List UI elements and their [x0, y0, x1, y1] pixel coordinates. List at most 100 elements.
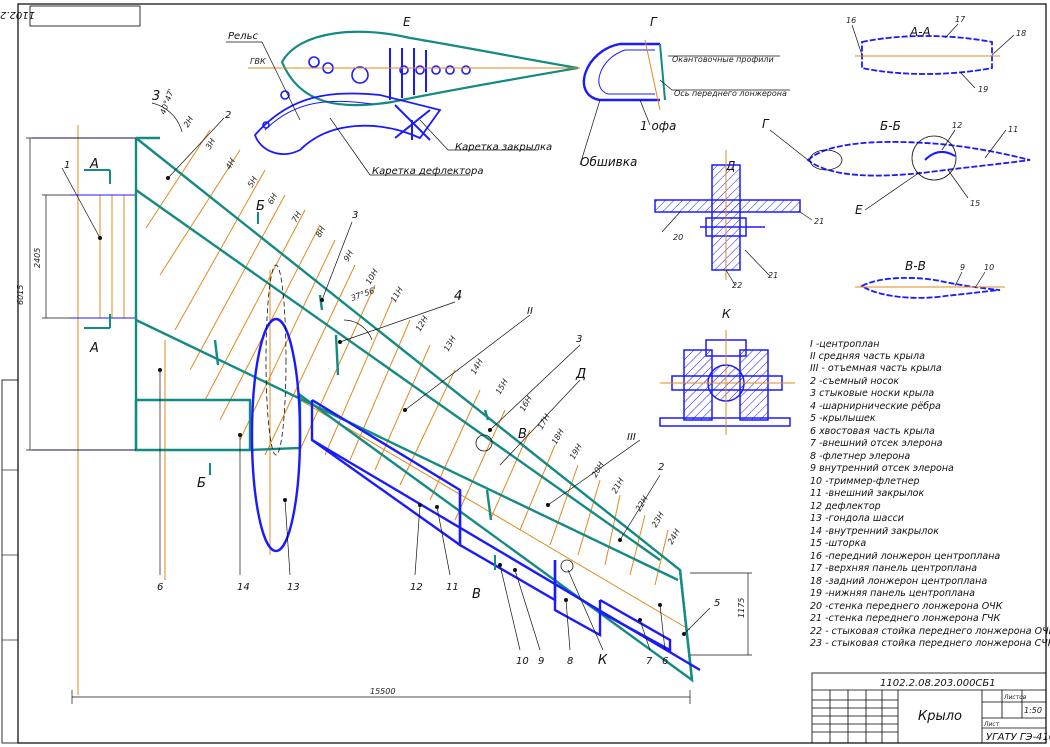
part-label: 21 — [768, 271, 778, 280]
section-VV-title: В-В — [905, 259, 926, 273]
rib-label: 16Н — [518, 394, 534, 413]
section-A-marker: А — [89, 341, 99, 356]
legend-item: III - отъемная часть крыла — [810, 363, 942, 374]
view-G: Г Окантовочные профили Ось переднего лон… — [579, 15, 790, 169]
legend-item: 2 -съемный носок — [810, 376, 899, 387]
part-label: 11 — [1008, 125, 1018, 134]
part-label: 7 — [646, 656, 653, 667]
legend-item: 20 -стенка переднего лонжерона ОЧК — [810, 601, 1004, 612]
legend-item: 14 -внутренний закрылок — [810, 526, 939, 537]
contour-profile-label: Окантовочные профили — [672, 55, 774, 64]
part-label: 15 — [970, 199, 980, 208]
rib-label: 4Н — [224, 157, 237, 171]
part-label: 14 — [237, 582, 250, 593]
rib-label: 9Н — [342, 249, 355, 263]
section-cut-markers — [84, 169, 496, 570]
title-block — [811, 672, 1047, 744]
rib-label: 10Н — [364, 267, 380, 286]
rib-label: 19Н — [568, 442, 584, 461]
part-label: 3 — [152, 89, 160, 104]
part-label: 9 — [538, 656, 544, 667]
part-label: 2 — [658, 462, 664, 473]
view-K: К — [659, 307, 795, 435]
landing-gear-nacelle — [250, 317, 302, 553]
view-D: Д 20 21 21 22 — [654, 150, 824, 290]
organization: УГАТУ ГЭ-410 — [986, 732, 1050, 743]
part-label: 3 — [352, 210, 358, 221]
dim-sweep-37: 37°56' — [350, 285, 378, 303]
section-G-marker: Г — [762, 117, 770, 131]
spar-axis-label: Ось переднего лонжерона — [674, 89, 787, 98]
legend-item: 22 - стыковая стойка переднего лонжерона… — [810, 626, 1050, 637]
rib-label: 12Н — [414, 314, 430, 333]
section-VV: В-В 9 10 — [855, 259, 1005, 299]
section-D-marker: Д — [575, 367, 586, 382]
part-label: 3 — [576, 334, 582, 345]
legend-item: 4 -шарнирнические рёбра — [810, 401, 941, 412]
top-stamp — [29, 5, 141, 27]
legend-item: 15 -шторка — [810, 538, 866, 549]
legend-item: 7 -внешний отсек элерона — [810, 438, 943, 449]
rib-label: 18Н — [550, 427, 566, 446]
part-label: 1 — [64, 160, 70, 171]
legend-item: 18 -задний лонжерон центроплана — [810, 576, 987, 587]
side-stamp — [1, 379, 19, 744]
part-label: 6 — [662, 656, 668, 667]
top-stamp-code: 1102.2.08.203.000СБ1 — [0, 9, 35, 20]
section-B-marker: Б — [197, 476, 206, 491]
rib-label: 5Н — [246, 175, 259, 189]
section-BB: Б-Б Г 12 11 Е 15 — [762, 117, 1031, 217]
part-label: 8 — [567, 656, 573, 667]
view-g-sub-label: 1 офа — [640, 119, 676, 133]
skin-label: Обшивка — [580, 155, 637, 169]
dim-sweep-40: 40°47' — [158, 88, 176, 116]
section-B-marker: Б — [256, 199, 265, 214]
wing-outline — [134, 136, 694, 683]
rib-label: 8Н — [314, 225, 327, 239]
rib-label: 7Н — [290, 210, 303, 224]
view-E: Е ГВК Рельс Каретка закрылка Каретка деф… — [226, 15, 580, 177]
sheets-mark: Листов — [1003, 694, 1027, 701]
legend-item: 17 -верхняя панель центроплана — [810, 563, 977, 574]
flap-carriage-label: Каретка закрылка — [455, 142, 552, 153]
legend-item: II средняя часть крыла — [810, 351, 925, 362]
rib-label: 21Н — [610, 476, 626, 495]
section-A-marker: А — [89, 157, 99, 172]
rib-label: 2Н — [182, 115, 195, 129]
parts-legend: I -центроплан II средняя часть крыла III… — [810, 339, 1050, 649]
section-K-marker: К — [598, 653, 608, 668]
wing-plan-view: 6015 2405 15500 1175 40°47' 37°56' 2Н 3Н… — [16, 88, 752, 704]
legend-item: 8 -флетнер элерона — [810, 451, 910, 462]
legend-item: I -центроплан — [810, 339, 879, 350]
title-block-code: 1102.2.08.203.000СБ1 — [880, 678, 996, 689]
rib-label: 15Н — [494, 377, 510, 396]
rib-label: 14Н — [469, 357, 485, 376]
part-label: 13 — [287, 582, 300, 593]
part-label: 5 — [714, 598, 720, 609]
flap-aileron-outline — [310, 398, 701, 672]
part-label: 10 — [984, 263, 994, 272]
zone-II: II — [527, 306, 533, 317]
rib-label: 11Н — [389, 285, 405, 304]
legend-item: 6 хвостовая часть крыла — [810, 426, 935, 437]
legend-item: 16 -передний лонжерон центроплана — [810, 551, 1000, 562]
rail-label: Рельс — [228, 31, 258, 42]
legend-item: 19 -нижняя панель центроплана — [810, 588, 975, 599]
part-label: 16 — [846, 16, 856, 25]
section-E-title: Е — [403, 15, 411, 29]
section-BB-title: Б-Б — [880, 119, 901, 133]
legend-item: 12 дефлектор — [810, 501, 881, 512]
deflector-carriage-label: Каретка дефлектора — [372, 166, 484, 177]
legend-item: 11 -внешний закрылок — [810, 488, 924, 499]
part-label: 21 — [814, 217, 824, 226]
legend-item: 9 внутренний отсек элерона — [810, 463, 954, 474]
drawing-scale: 1:50 — [1024, 706, 1042, 715]
legend-item: 5 -крылышек — [810, 413, 876, 424]
legend-item: 21 -стенка переднего лонжерона ГЧК — [810, 613, 1002, 624]
rib-label: 13Н — [442, 334, 458, 353]
gk-label: ГВК — [250, 57, 266, 66]
sheet-frame — [17, 3, 1047, 744]
rib-label: 3Н — [204, 137, 217, 151]
